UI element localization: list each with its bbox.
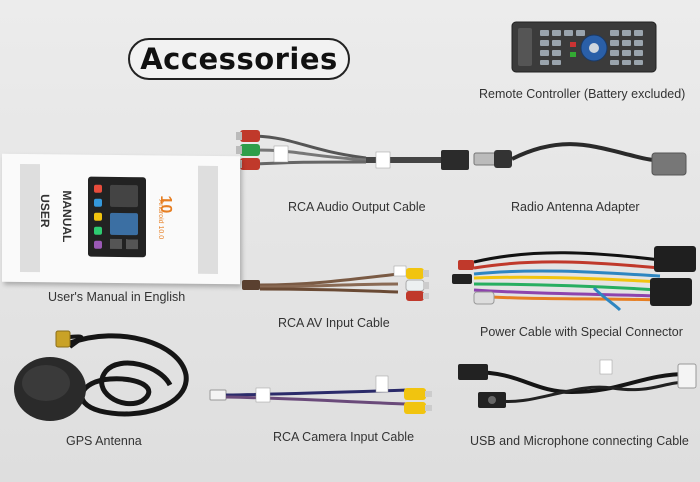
power-cable-image — [452, 246, 696, 312]
manual-caption: User's Manual in English — [48, 290, 186, 304]
rca-audio-cable-image — [236, 130, 469, 170]
gps-caption: GPS Antenna — [66, 434, 142, 448]
power-cable-caption: Power Cable with Special Connector — [480, 325, 683, 339]
user-manual-image: USER MANUAL 10 Android 10.0 — [2, 153, 240, 285]
rca-camera-caption: RCA Camera Input Cable — [273, 430, 415, 444]
manual-screen-preview — [88, 176, 146, 258]
rca-av-caption: RCA AV Input Cable — [278, 316, 390, 330]
manual-cover-title-2: MANUAL — [60, 190, 74, 243]
remote-controller-image — [511, 21, 657, 73]
usb-mic-caption: USB and Microphone connecting Cable — [470, 434, 689, 448]
remote-caption: Remote Controller (Battery excluded) — [479, 87, 686, 101]
manual-android-badge-text: Android 10.0 — [157, 199, 164, 240]
radio-antenna-caption: Radio Antenna Adapter — [511, 200, 640, 214]
usb-mic-cable-image — [458, 359, 697, 408]
page-title: Accessories — [140, 42, 338, 76]
accessories-title-pill: Accessories — [128, 38, 350, 80]
rca-audio-caption: RCA Audio Output Cable — [288, 200, 426, 214]
gps-antenna-image — [14, 330, 189, 421]
manual-cover-title-1: USER — [38, 194, 52, 228]
radio-antenna-adapter-image — [473, 142, 687, 176]
rca-camera-cable-image — [209, 375, 432, 414]
rca-av-cable-image — [242, 265, 429, 301]
